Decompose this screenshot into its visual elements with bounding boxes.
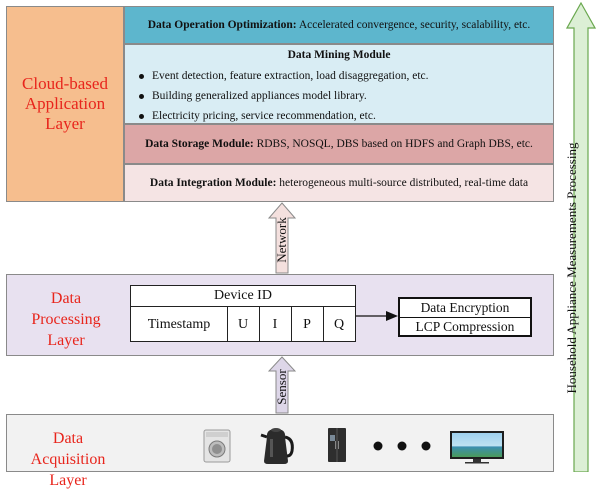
bullet-icon [139,93,144,99]
ellipsis-icon [373,441,431,451]
reactive-power-cell: Q [333,317,345,332]
mining-item-text: Event detection, feature extraction, loa… [152,70,429,82]
mining-item-text: Building generalized appliances model li… [152,90,367,102]
data-integration-module: Data Integration Module: heterogeneous m… [124,164,554,202]
kettle-icon [260,428,294,464]
network-label: Network [274,217,289,263]
lcp-compression-label: LCP Compression [415,319,515,334]
mining-item: Electricity pricing, service recommendat… [139,106,553,126]
data-mining-module: Data Mining Module Event detection, feat… [124,44,554,124]
data-operation-optimization-module: Data Operation Optimization: Accelerated… [124,6,554,44]
active-power-cell: P [291,307,324,342]
sensor-arrow-shape [268,356,296,414]
table-to-encryption-arrow [356,311,398,321]
network-arrow-shape [268,202,296,274]
timestamp-cell: Timestamp [131,307,228,342]
side-arrow-label: Household Appliance Measurements Process… [564,142,579,394]
cloud-layer-label: Cloud-based Application Layer [22,74,108,133]
cloud-layer-label-box: Cloud-based Application Layer [6,6,124,202]
storage-title: Data Storage Module: [145,138,254,150]
operation-text: Accelerated convergence, security, scala… [296,19,531,31]
side-arrow-shape [566,2,596,472]
bullet-icon [139,73,144,79]
side-processing-arrow [566,2,596,472]
data-encryption-label: Data Encryption [400,299,530,318]
mining-item: Building generalized appliances model li… [139,86,553,106]
encryption-compression-box: Data Encryption LCP Compression [398,297,532,337]
acquisition-layer-label: Data Acquisition Layer [30,430,106,489]
device-record-table: Device ID Timestamp U I P Q [130,285,356,342]
integration-text: heterogeneous multi-source distributed, … [276,177,529,189]
processing-layer-label: Data Processing Layer [31,290,101,349]
mining-title: Data Mining Module [287,49,391,61]
voltage-cell: U [227,307,260,342]
network-arrow [268,202,296,274]
sensor-label: Sensor [274,369,289,405]
television-icon [450,431,504,464]
current-cell: I [259,307,292,342]
integration-title: Data Integration Module: [149,177,277,189]
mining-item-text: Electricity pricing, service recommendat… [152,110,376,122]
mining-item: Event detection, feature extraction, loa… [139,66,553,86]
refrigerator-icon [328,428,346,462]
device-id-header: Device ID [131,286,355,307]
sensor-arrow [268,356,296,414]
storage-text: RDBS, NOSQL, DBS based on HDFS and Graph… [253,138,533,150]
data-storage-module: Data Storage Module: RDBS, NOSQL, DBS ba… [124,124,554,164]
mining-list: Event detection, feature extraction, loa… [125,66,553,126]
washing-machine-icon [203,429,231,463]
bullet-icon [139,113,144,119]
operation-title: Data Operation Optimization: [147,19,297,31]
